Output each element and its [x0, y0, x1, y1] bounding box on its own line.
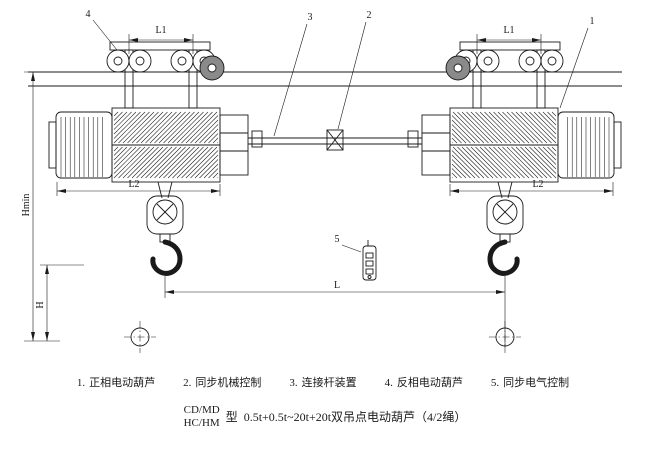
connecting-shaft: [248, 129, 422, 151]
rope-drum: [111, 107, 221, 183]
motor-cooling-fins: [567, 117, 610, 177]
dim-l: L: [164, 276, 506, 348]
motor: [557, 111, 622, 179]
model-designation: CD/MD HC/HM: [184, 404, 220, 429]
trolley-assembly: [106, 41, 225, 109]
dim-label-l1-right: L1: [503, 25, 514, 36]
legend-label: 连接杆装置: [301, 377, 357, 389]
callout-3-leader: [273, 23, 308, 137]
callout-3: 3: [308, 12, 313, 23]
motor-cooling-fins: [60, 117, 103, 177]
model-line-1: CD/MD: [183, 404, 220, 416]
drawing-title: CD/MD HC/HM 型 0.5t+0.5t~20t+20t双吊点电动葫芦（4…: [0, 404, 650, 429]
legend-num: 2.: [183, 377, 192, 389]
legend-num: 4.: [384, 377, 393, 389]
pendant-controller: [362, 240, 377, 281]
legend-label: 同步机械控制: [195, 377, 262, 389]
callout-1-leader: [559, 27, 589, 109]
legend-label: 正相电动葫芦: [89, 377, 156, 389]
pendant-button: [365, 260, 374, 267]
callouts: 4 3 2 1 5: [86, 9, 595, 253]
hook-block: [486, 181, 524, 276]
beam-rail: [28, 71, 622, 87]
callout-5-leader: [341, 244, 362, 253]
pendant-button: [365, 252, 374, 259]
pendant-button: [365, 268, 374, 275]
dim-l2-left: L2: [56, 179, 221, 196]
legend-item-2: 2.同步机械控制: [183, 374, 265, 390]
legend-item-1: 1.正相电动葫芦: [77, 374, 159, 390]
rope-drum: [449, 107, 559, 183]
dim-l1-right: L1: [476, 25, 542, 54]
coupling-middle: [326, 129, 344, 151]
callout-4-leader: [92, 19, 118, 51]
dim-l2-right: L2: [449, 179, 614, 196]
hook-low-position-left: [124, 321, 156, 353]
dim-label-hmin: Hmin: [21, 194, 32, 217]
model-line-2: HC/HM: [183, 416, 220, 429]
legend-item-4: 4.反相电动葫芦: [385, 374, 467, 390]
callout-4: 4: [86, 9, 91, 20]
hoist-right: [421, 41, 622, 276]
callout-5: 5: [335, 234, 340, 245]
dim-label-h: H: [35, 301, 46, 308]
hoist-diagram: L1 L1 L2 L2 Hmin: [21, 9, 622, 353]
callout-2: 2: [367, 10, 372, 21]
legend-label: 同步电气控制: [503, 377, 570, 389]
legend-num: 3.: [289, 377, 298, 389]
dim-hmin: Hmin: [21, 71, 60, 342]
legend-num: 1.: [76, 377, 86, 389]
motor: [48, 111, 113, 179]
trolley-assembly: [445, 41, 564, 109]
type-label: 型: [225, 410, 238, 425]
dim-label-l2-right: L2: [532, 179, 543, 190]
coupling-left: [251, 130, 263, 148]
hoist-left: [421, 41, 622, 276]
legend-label: 反相电动葫芦: [396, 377, 463, 389]
hoist-left: [48, 41, 249, 276]
dim-l1-left: L1: [128, 25, 194, 54]
dim-label-l2-left: L2: [128, 179, 139, 190]
callout-1: 1: [590, 16, 595, 27]
dim-label-l1-left: L1: [155, 25, 166, 36]
spec-text: 0.5t+0.5t~20t+20t双吊点电动葫芦（4/2绳）: [243, 410, 467, 425]
legend-item-3: 3.连接杆装置: [289, 374, 360, 390]
hook-block: [146, 181, 184, 276]
legend-num: 5.: [490, 377, 500, 389]
dim-label-l: L: [334, 280, 340, 291]
callout-2-leader: [337, 21, 367, 130]
gearbox: [421, 114, 451, 176]
gearbox: [219, 114, 249, 176]
dim-h: H: [35, 264, 84, 341]
hook-icon: [487, 239, 520, 276]
hook-icon: [150, 239, 183, 276]
coupling-right: [407, 130, 419, 148]
legend-item-5: 5.同步电气控制: [491, 374, 573, 390]
legend-row: 1.正相电动葫芦 2.同步机械控制 3.连接杆装置 4.反相电动葫芦 5.同步电…: [0, 374, 650, 390]
